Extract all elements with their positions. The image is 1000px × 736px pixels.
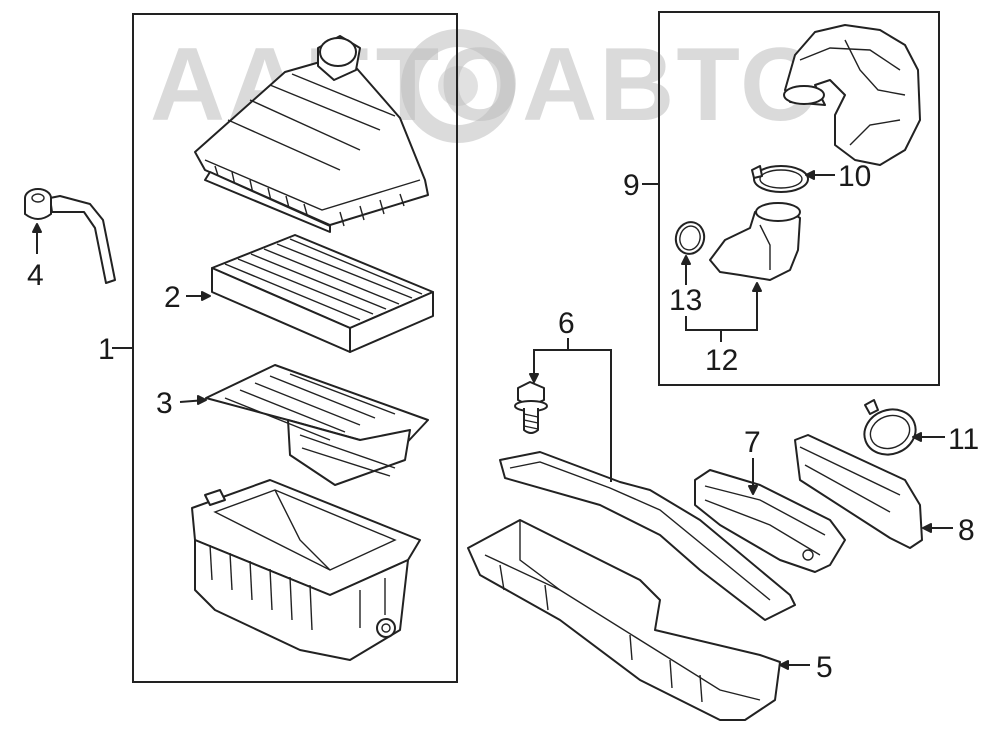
air-filter-element bbox=[211, 234, 434, 353]
callout-13: 13 bbox=[669, 284, 702, 317]
air-cleaner-cover bbox=[194, 35, 429, 233]
callout-10: 10 bbox=[838, 160, 871, 193]
callout-4: 4 bbox=[27, 259, 44, 292]
air-cleaner-housing bbox=[191, 479, 421, 661]
callout-7: 7 bbox=[744, 426, 761, 459]
leader-lines bbox=[32, 170, 953, 670]
callout-9: 9 bbox=[623, 169, 640, 202]
callout-12: 12 bbox=[705, 344, 738, 377]
outlet-hose bbox=[794, 434, 923, 549]
turbo-inlet-pipe bbox=[709, 202, 801, 281]
callout-6: 6 bbox=[558, 307, 575, 340]
callout-8: 8 bbox=[958, 514, 975, 547]
callout-1: 1 bbox=[98, 333, 115, 366]
hose-clamp bbox=[863, 399, 917, 456]
turbo-inlet-hose bbox=[783, 24, 921, 166]
callout-2: 2 bbox=[164, 281, 181, 314]
callout-5: 5 bbox=[816, 651, 833, 684]
callout-labels: 1 2 3 4 5 6 7 8 9 10 11 12 13 bbox=[27, 160, 979, 684]
inlet-duct bbox=[467, 519, 781, 721]
callout-11: 11 bbox=[948, 423, 979, 456]
duct-bolt bbox=[514, 381, 548, 434]
filter-frame bbox=[205, 364, 429, 486]
hose-seal bbox=[674, 221, 706, 255]
callout-3: 3 bbox=[156, 387, 173, 420]
breather-hose bbox=[24, 188, 116, 284]
inlet-tube bbox=[694, 469, 846, 573]
resonator bbox=[499, 451, 796, 621]
hose-clamp-small bbox=[751, 165, 809, 193]
assembly-box-9 bbox=[658, 11, 940, 386]
